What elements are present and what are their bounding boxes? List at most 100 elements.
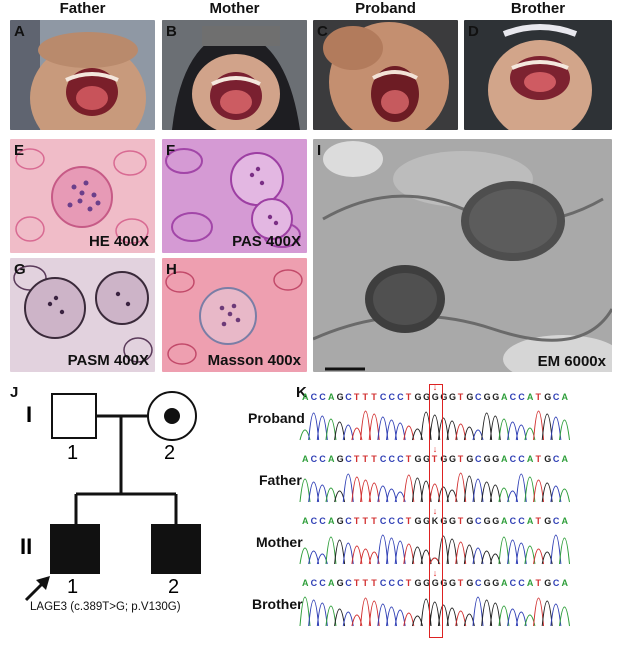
carrier-dot xyxy=(164,408,180,424)
title-proband: Proband xyxy=(355,0,416,17)
base-call: C xyxy=(345,454,352,464)
affected-male-ii-2-symbol xyxy=(151,524,201,574)
base-call: T xyxy=(371,578,377,588)
base-call: T xyxy=(353,454,360,464)
label-ii-1: 1 xyxy=(67,576,79,598)
trace-peak xyxy=(403,474,415,503)
base-call: C xyxy=(475,578,482,588)
photo-brother: D xyxy=(464,20,612,130)
base-call: C xyxy=(509,392,517,402)
trace-peak xyxy=(498,536,510,565)
base-call: T xyxy=(405,454,412,464)
trace-peak xyxy=(515,611,527,627)
base-call: T xyxy=(353,516,360,526)
base-call: A xyxy=(500,392,508,402)
base-call: G xyxy=(466,454,474,464)
base-call: A xyxy=(500,516,508,526)
base-call: A xyxy=(302,578,309,588)
he-stain-image xyxy=(10,139,155,253)
base-call: C xyxy=(552,392,560,402)
trace-peak xyxy=(308,599,320,627)
mouth-photo-proband-image xyxy=(313,20,458,130)
trace-peak xyxy=(342,473,354,503)
base-call: C xyxy=(397,516,404,526)
trace-peak xyxy=(308,412,320,441)
base-call: A xyxy=(327,516,335,526)
trace-peak xyxy=(559,537,570,565)
photo-father: A xyxy=(10,20,155,130)
trace-peak xyxy=(481,599,493,627)
base-call: C xyxy=(310,454,318,464)
base-call: C xyxy=(345,516,352,526)
base-call: C xyxy=(552,516,560,526)
base-call: G xyxy=(483,578,491,588)
base-call: T xyxy=(535,516,542,526)
trace-peak xyxy=(308,550,320,565)
trace-peak xyxy=(403,425,415,441)
base-call: T xyxy=(535,578,542,588)
electron-micrograph-image xyxy=(313,139,612,372)
base-call: T xyxy=(353,392,360,402)
trace-peak xyxy=(325,536,337,565)
he-label: HE 400X xyxy=(88,233,149,250)
pasm-stain-image xyxy=(10,258,155,372)
base-call: G xyxy=(449,516,457,526)
panel-letter-b: B xyxy=(166,23,177,40)
base-call: T xyxy=(405,516,412,526)
base-call: T xyxy=(362,516,369,526)
chromatogram-trace-proband xyxy=(299,410,570,441)
base-call: T xyxy=(362,578,369,588)
base-call: C xyxy=(509,578,517,588)
trace-peak xyxy=(316,602,328,627)
chromatogram-trace-brother xyxy=(299,596,570,627)
mutation-arrow-icon: ↓ xyxy=(432,444,438,454)
base-call: K xyxy=(431,516,439,526)
base-call: C xyxy=(319,516,326,526)
panel-letter-e: E xyxy=(14,142,25,159)
base-call: G xyxy=(336,454,344,464)
base-call: G xyxy=(431,578,439,588)
chromatogram-label-brother: Brother xyxy=(252,596,303,612)
label-i-2: 2 xyxy=(164,442,176,464)
base-call: C xyxy=(345,578,352,588)
base-call: T xyxy=(371,392,377,402)
panel-letter-f: F xyxy=(166,142,176,159)
base-call: C xyxy=(397,392,404,402)
em-panel: I EM 6000x xyxy=(313,139,612,372)
trace-peak xyxy=(368,600,380,627)
base-call: G xyxy=(423,578,431,588)
base-call: C xyxy=(379,578,387,588)
trace-peak xyxy=(420,549,432,565)
panel-letter-i: I xyxy=(317,142,322,159)
trace-peak xyxy=(489,415,501,441)
base-call: T xyxy=(405,578,412,588)
mutation-arrow-icon: ↓ xyxy=(432,568,438,578)
affected-male-ii-1-symbol xyxy=(50,524,100,574)
title-father: Father xyxy=(59,0,106,17)
base-call: G xyxy=(431,392,439,402)
base-call: A xyxy=(302,516,309,526)
base-call: G xyxy=(440,454,448,464)
base-call: A xyxy=(327,392,335,402)
base-call: G xyxy=(544,392,552,402)
base-call: A xyxy=(526,516,534,526)
trace-peak xyxy=(377,416,389,441)
trace-peak xyxy=(299,596,311,627)
photo-proband: C xyxy=(313,20,458,130)
trace-peak xyxy=(455,472,467,503)
trace-peak xyxy=(498,487,510,503)
base-call: A xyxy=(561,392,569,402)
base-call: C xyxy=(475,454,482,464)
panel-letter-g: G xyxy=(14,261,26,278)
trace-peak xyxy=(550,534,562,565)
chromatogram-trace-mother xyxy=(299,534,570,565)
base-call: G xyxy=(440,578,448,588)
base-call: A xyxy=(561,454,569,464)
base-call: C xyxy=(388,578,396,588)
base-call: G xyxy=(336,578,344,588)
trace-peak xyxy=(559,488,570,503)
base-call: T xyxy=(362,392,369,402)
base-call: C xyxy=(518,578,525,588)
base-call: G xyxy=(492,392,500,402)
base-call: C xyxy=(518,454,525,464)
